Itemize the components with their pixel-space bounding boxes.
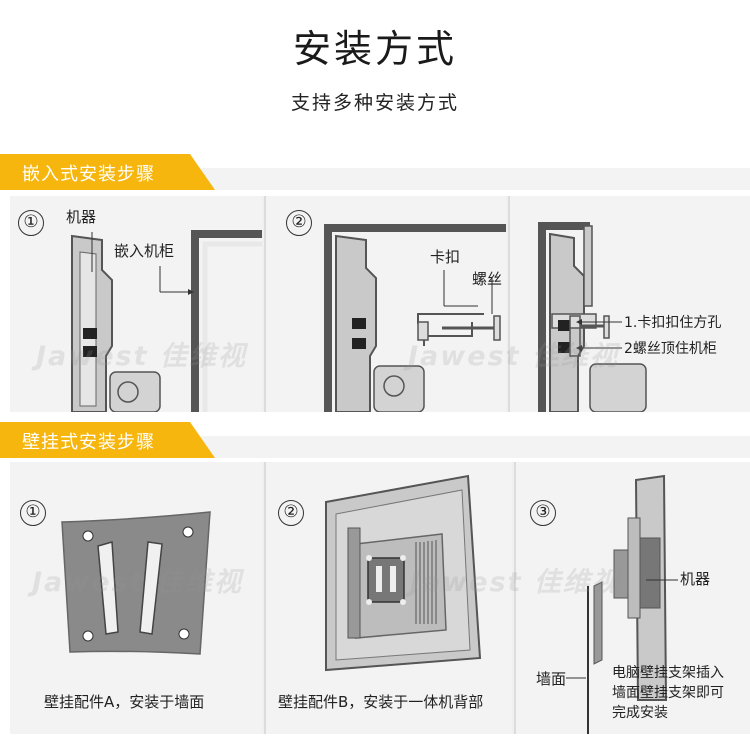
embedded-section-title: 嵌入式安装步骤 <box>22 164 155 185</box>
screw-label: 螺丝 <box>472 270 503 288</box>
embedded-step-1-illustration <box>71 230 262 412</box>
bracket-a-caption: 壁挂配件A，安装于墙面 <box>44 693 205 711</box>
step-number: ② <box>286 210 312 236</box>
embedded-step-1-panel: ① 机器 嵌入机柜 <box>10 196 262 412</box>
wall-mount-illustration <box>566 474 678 734</box>
embedded-step-2-panel: ② 卡扣 螺丝 <box>266 196 506 412</box>
step-number: ① <box>18 210 44 236</box>
wall-section-title: 壁挂式安装步骤 <box>22 432 155 453</box>
clip-note: 1.卡扣扣住方孔 <box>624 315 722 331</box>
step-number: ③ <box>530 500 556 526</box>
wall-section-banner: 壁挂式安装步骤 <box>0 422 750 458</box>
step-number: ② <box>278 500 304 526</box>
wall-step-3-panel: ③ 机器 墙面 电脑壁挂支架插入 墙面壁挂支架即可 完成安装 <box>516 462 750 734</box>
wall-label: 墙面 <box>536 670 567 688</box>
embedded-step-2-illustration <box>324 224 506 412</box>
machine-label: 机器 <box>66 208 97 226</box>
screw-note: 2螺丝顶住机柜 <box>624 341 717 357</box>
page-subtitle: 支持多种安装方式 <box>290 92 459 114</box>
embedded-steps-row: ① 机器 嵌入机柜 ② 卡扣 螺丝 <box>10 196 750 412</box>
wall-steps-row: ① 壁挂配件A，安装于墙面 ② 壁挂配件B，安装于一体机背部 <box>10 462 750 734</box>
embedded-section-banner: 嵌入式安装步骤 <box>0 154 750 190</box>
page-title: 安装方式 <box>292 27 457 71</box>
bracket-b-caption: 壁挂配件B，安装于一体机背部 <box>278 693 484 711</box>
wall-bracket-b-illustration <box>325 474 482 672</box>
cabinet-label: 嵌入机柜 <box>114 242 175 260</box>
install-note-2: 墙面壁挂支架即可 <box>612 685 724 701</box>
install-note-1: 电脑壁挂支架插入 <box>612 665 724 681</box>
embedded-step-3-panel: 1.卡扣扣住方孔 2螺丝顶住机柜 <box>510 196 750 412</box>
wall-step-1-panel: ① 壁挂配件A，安装于墙面 <box>10 462 262 734</box>
step-number: ① <box>20 500 46 526</box>
machine-label: 机器 <box>680 570 711 588</box>
install-note-3: 完成安装 <box>612 705 668 721</box>
wall-bracket-a-illustration <box>61 511 211 655</box>
embedded-step-3-illustration <box>538 222 647 412</box>
clip-label: 卡扣 <box>430 248 461 266</box>
wall-step-2-panel: ② 壁挂配件B，安装于一体机背部 <box>266 462 512 734</box>
